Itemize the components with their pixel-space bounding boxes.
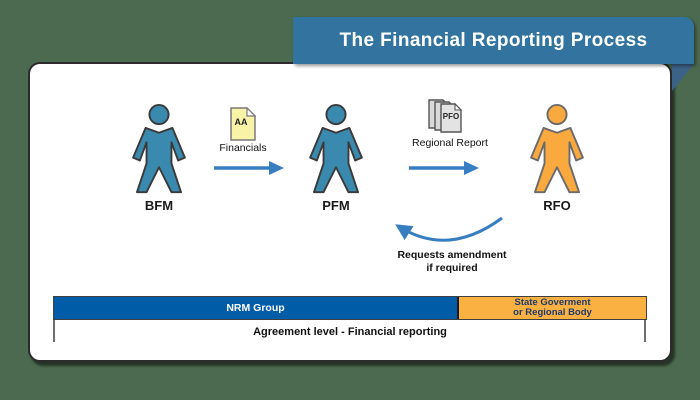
financials-label: Financials — [219, 142, 267, 154]
feedback-line1: Requests amendment — [397, 249, 507, 261]
person-icon — [530, 104, 584, 194]
financials-document: AA — [230, 106, 257, 146]
bracket-tick-left — [53, 320, 55, 342]
arrow-bfm-to-pfm — [214, 161, 284, 175]
legend-state-government: State Goverment or Regional Body — [457, 297, 646, 319]
document-stack-icon-text: PFO — [443, 112, 459, 121]
legend-nrm-group-label: NRM Group — [226, 302, 285, 314]
actor-rfo-label: RFO — [543, 198, 571, 213]
agreement-level-caption: Agreement level - Financial reporting — [253, 326, 447, 338]
person-icon — [309, 104, 363, 194]
document-icon-text: AA — [235, 117, 248, 127]
actor-pfm — [305, 104, 367, 201]
actor-bfm — [128, 104, 190, 201]
arrow-pfm-to-rfo — [409, 161, 479, 175]
bracket-tick-right — [644, 320, 646, 342]
feedback-arrow — [395, 216, 503, 242]
legend-bar: NRM Group State Goverment or Regional Bo… — [53, 296, 647, 320]
feedback-line2: if required — [426, 262, 478, 274]
feedback-arrow-caption: Requests amendment if required — [386, 249, 518, 275]
title-banner: The Financial Reporting Process — [293, 17, 694, 64]
page-title: The Financial Reporting Process — [339, 29, 648, 51]
actor-bfm-label: BFM — [144, 198, 174, 213]
person-icon — [132, 104, 186, 194]
actor-rfo — [526, 104, 588, 201]
regional-report-label: Regional Report — [412, 137, 488, 149]
legend-state-line1: State Goverment — [514, 296, 591, 308]
legend-nrm-group: NRM Group — [54, 297, 457, 319]
regional-report-document: PFO — [428, 99, 468, 142]
document-icon: AA — [230, 106, 257, 141]
document-stack-icon: PFO — [428, 99, 463, 133]
banner-ribbon-fold — [672, 64, 694, 91]
actor-pfm-label: PFM — [322, 198, 350, 213]
legend-state-line2: or Regional Body — [513, 307, 592, 318]
